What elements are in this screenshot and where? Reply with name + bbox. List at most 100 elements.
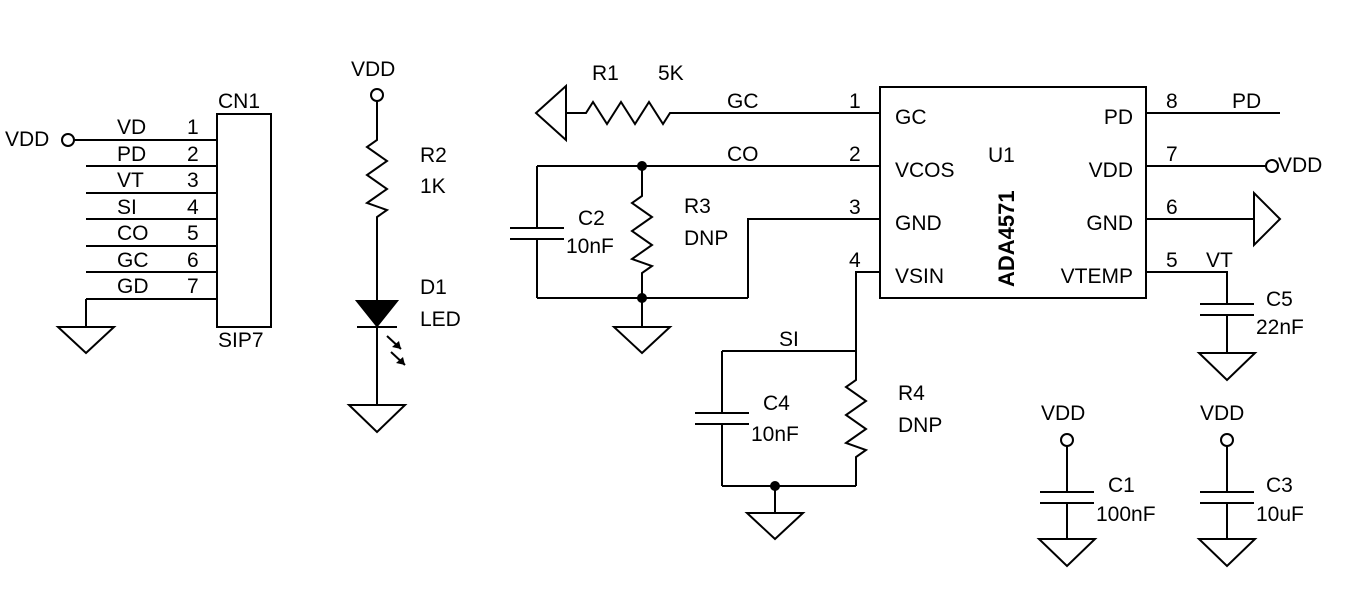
ground-icon <box>744 512 806 541</box>
ic-pin-name: VDD <box>1089 159 1133 182</box>
c3-ref: C3 <box>1266 474 1293 497</box>
ic-pin-name: GND <box>895 212 942 235</box>
ic-pin-number: 4 <box>849 249 861 272</box>
decoupling-c1: VDD C1 100nF <box>1036 402 1156 568</box>
connector-signal: GD <box>117 275 149 298</box>
ground-icon <box>346 404 408 434</box>
connector-signal: GC <box>117 249 149 272</box>
r4-value: DNP <box>898 414 942 437</box>
signal-port-icon <box>534 83 567 143</box>
c2-ref: C2 <box>578 207 605 230</box>
ic-pin-number: 5 <box>1166 249 1178 272</box>
si-net-label: SI <box>779 328 799 351</box>
decoupling-c3: VDD C3 10uF <box>1196 402 1304 568</box>
ic-pin-number: 7 <box>1166 143 1178 166</box>
connector-pin-number: 7 <box>187 275 199 298</box>
connector-pin-number: 6 <box>187 249 199 272</box>
connector-signal: CO <box>117 222 149 245</box>
vdd-terminal-icon <box>1265 159 1279 173</box>
ic-ref: U1 <box>988 144 1015 167</box>
c5-ref: C5 <box>1266 288 1293 311</box>
vt-net-label: VT <box>1206 249 1233 272</box>
c4-value: 10nF <box>751 423 799 446</box>
ic-pin-name: PD <box>1104 106 1133 129</box>
ic-pin-name: VTEMP <box>1061 265 1133 288</box>
connector-pin-number: 2 <box>187 143 199 166</box>
ic-pin-name: GND <box>1086 212 1133 235</box>
ic-pin-number: 2 <box>849 143 861 166</box>
connector-type: SIP7 <box>218 329 264 352</box>
ic-pin-number: 6 <box>1166 196 1178 219</box>
r3-value: DNP <box>684 227 728 250</box>
ground-icon <box>1036 538 1098 568</box>
co-net-label: CO <box>727 143 759 166</box>
arrowhead-icon <box>392 341 401 349</box>
connector-vdd-label: VDD <box>5 128 49 151</box>
connector-body <box>216 113 272 328</box>
led-d1-icon <box>354 300 400 328</box>
c1-vdd-label: VDD <box>1041 402 1085 425</box>
r1-value: 5K <box>658 62 684 85</box>
ground-icon <box>1196 538 1258 568</box>
ic-pin-name: VCOS <box>895 159 955 182</box>
pd-net-label: PD <box>1232 90 1261 113</box>
connector-signal: SI <box>117 196 137 219</box>
si-wire <box>855 271 880 351</box>
ic-u1: U1 ADA4571 GC VCOS GND VSIN 1 2 3 4 PD V… <box>849 86 1178 299</box>
arrowhead-icon <box>396 357 405 365</box>
connector-signal: VT <box>117 169 144 192</box>
c5-value: 22nF <box>1256 316 1304 339</box>
r2-ref: R2 <box>420 144 447 167</box>
connector-pin-number: 4 <box>187 196 199 219</box>
resistor-r2-icon <box>364 101 390 301</box>
connector-pin-number: 5 <box>187 222 199 245</box>
d1-value: LED <box>420 308 461 331</box>
vdd-terminal-icon <box>1060 433 1074 447</box>
ic-pin-name: GC <box>895 106 927 129</box>
c4-ref: C4 <box>763 392 790 415</box>
vdd-terminal-icon <box>1220 433 1234 447</box>
ground-icon <box>611 326 673 355</box>
ground-icon <box>1196 352 1258 382</box>
co-net: CO C2 10nF R3 DNP <box>510 143 880 355</box>
ground-icon <box>1253 190 1282 248</box>
r4-ref: R4 <box>898 382 925 405</box>
ic-part-number: ADA4571 <box>994 190 1019 287</box>
r3-ref: R3 <box>684 195 711 218</box>
c3-value: 10uF <box>1256 503 1304 526</box>
c1-value: 100nF <box>1096 503 1156 526</box>
connector-signal: VD <box>117 116 146 139</box>
ic-pin-number: 3 <box>849 196 861 219</box>
gnd-return-wire <box>747 218 880 298</box>
ic-pin-number: 1 <box>849 90 861 113</box>
c2-value: 10nF <box>566 235 614 258</box>
resistor-r4-icon <box>843 351 869 486</box>
ic-body <box>879 86 1147 299</box>
d1-ref: D1 <box>420 276 447 299</box>
connector-pin-number: 1 <box>187 116 199 139</box>
ic-pin-name: VSIN <box>895 265 944 288</box>
c1-ref: C1 <box>1108 474 1135 497</box>
r1-ref: R1 <box>592 62 619 85</box>
connector-ref: CN1 <box>218 90 260 113</box>
connector-signal: PD <box>117 143 146 166</box>
resistor-r1-icon <box>566 100 880 126</box>
c3-vdd-label: VDD <box>1200 402 1244 425</box>
ic-pin-number: 8 <box>1166 90 1178 113</box>
r2-value: 1K <box>420 175 446 198</box>
gc-net-label: GC <box>727 90 759 113</box>
si-net: SI C4 10nF R4 DNP <box>695 271 942 541</box>
connector-cn1: CN1 SIP7 VDD VD PD VT SI CO GC GD 1 2 3 … <box>5 90 272 355</box>
vt-wire <box>1146 271 1228 304</box>
connector-pin-number: 3 <box>187 169 199 192</box>
vdd-terminal-icon <box>370 88 384 102</box>
resistor-r3-icon <box>629 166 655 298</box>
gc-net: R1 5K GC <box>534 62 880 143</box>
led-branch: VDD R2 1K D1 LED <box>346 58 461 434</box>
right-nets: PD VDD VT C5 22nF <box>1146 90 1322 382</box>
ground-icon <box>55 326 117 355</box>
led-vdd-label: VDD <box>351 58 395 81</box>
vdd-net-label: VDD <box>1278 154 1322 177</box>
vdd-terminal-icon <box>61 133 75 147</box>
